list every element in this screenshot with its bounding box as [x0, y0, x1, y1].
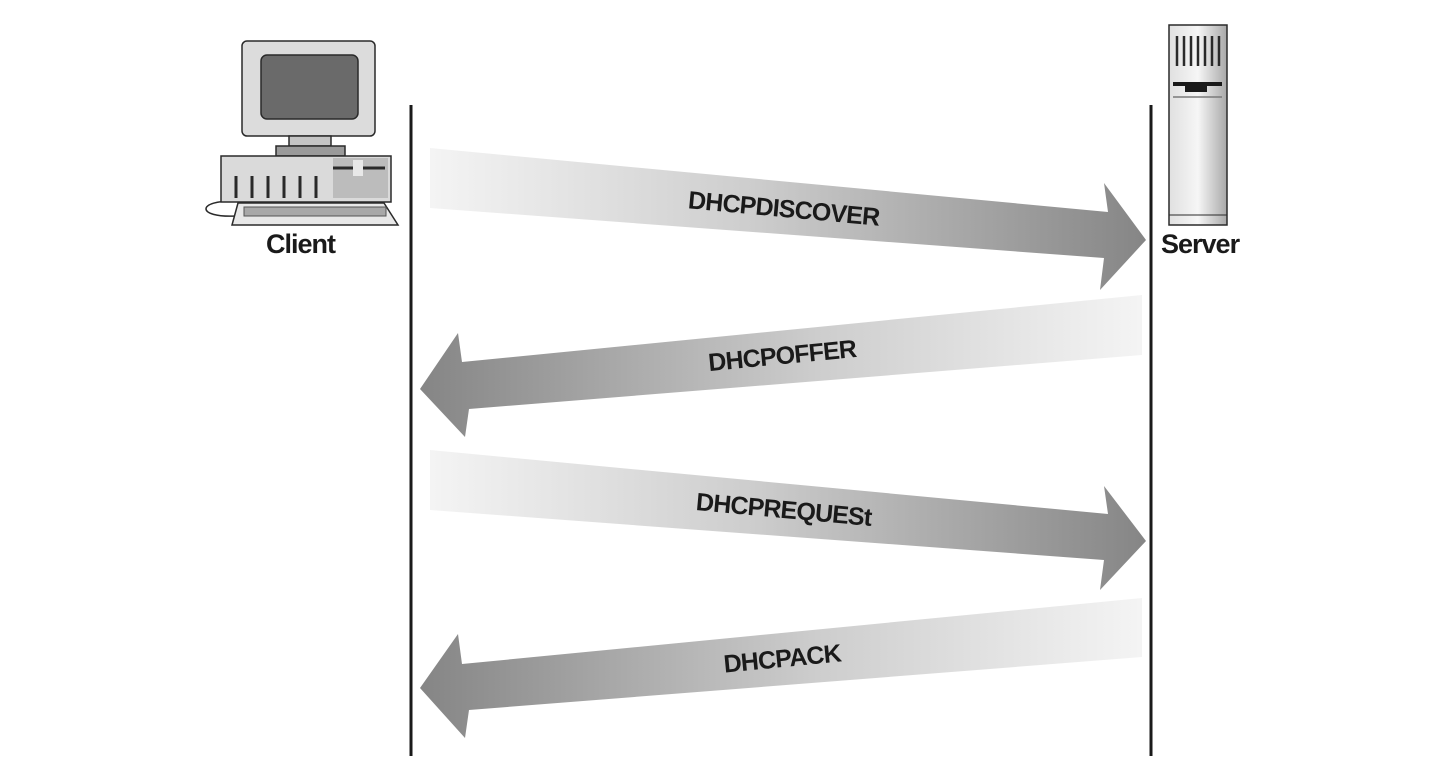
- arrow-dhcpdiscover: [430, 148, 1146, 290]
- desktop-computer-icon: [205, 40, 400, 226]
- arrow-dhcpack: [420, 598, 1142, 738]
- server-label: Server: [1161, 229, 1240, 259]
- arrow-dhcpoffer: [420, 295, 1142, 437]
- client-label: Client: [266, 229, 336, 259]
- arrow-dhcprequest: [430, 450, 1146, 590]
- tower-server-icon: [1168, 24, 1228, 226]
